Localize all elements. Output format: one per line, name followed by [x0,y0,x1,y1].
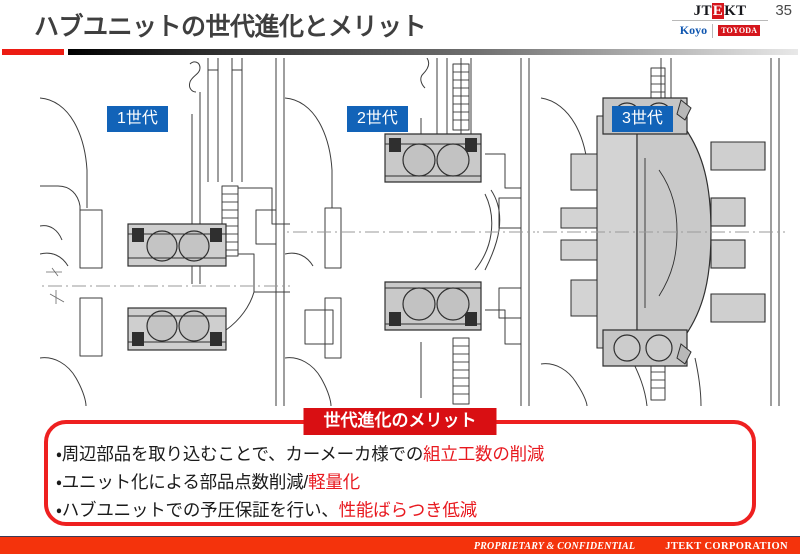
generation-1-cross-section-drawing [40,58,290,406]
merit-bullet-list: ・周辺部品を取り込むことで、カーメーカ様での組立工数の削減 ・ユニット化による部… [56,440,716,524]
slide-header: ハブユニットの世代進化とメリット 35 JTEKT Koyo TOYODA [0,0,800,55]
koyo-wordmark: Koyo [679,23,708,37]
bearing-lower [602,329,692,367]
logo-brand-row: Koyo TOYODA [672,23,768,38]
generation-2-badge: 2世代 [347,106,408,132]
merit-bullet-2-emphasis: 軽量化 [308,472,360,492]
logo-divider-rule [672,20,768,21]
merit-bullet-1-plain: ・周辺部品を取り込むことで、カーメーカ様での [56,444,424,464]
jtekt-wordmark-right: KT [724,3,747,19]
jtekt-logo: JTEKT Koyo TOYODA [672,3,768,38]
header-rule-red-stub [2,49,64,55]
jtekt-wordmark-mark: E [711,3,725,19]
bearing-lower [127,307,227,351]
page-number: 35 [775,2,792,19]
header-rule [0,48,800,55]
generation-2-cross-section-drawing [285,58,535,406]
merit-bullet-3-emphasis: 性能ばらつき低減 [338,500,478,520]
jtekt-wordmark-left: JT [693,3,712,19]
slide-footer: PROPRIETARY & CONFIDENTIAL JTEKT CORPORA… [0,536,800,554]
merit-bullet-3-plain: ・ハブユニットでの予圧保証を行い、 [56,500,339,520]
bearing-upper [384,133,482,183]
footer-corporation-name: JTEKT CORPORATION [665,540,788,552]
generation-3-panel: 3世代 [535,58,785,406]
toyoda-wordmark: TOYODA [718,25,761,36]
bearing-lower [384,281,482,331]
generation-1-badge: 1世代 [107,106,168,132]
generation-2-panel: 2世代 [285,58,535,406]
jtekt-wordmark: JTEKT [672,3,768,19]
generation-1-panel: 1世代 [40,58,290,406]
merit-bullet-1-emphasis: 組立工数の削減 [423,444,545,464]
merit-bullet-3: ・ハブユニットでの予圧保証を行い、性能ばらつき低減 [56,496,716,524]
generation-3-cross-section-drawing [535,58,785,406]
bearing-upper [127,223,227,267]
merit-bullet-2-plain: ・ユニット化による部品点数削減/ [56,472,309,492]
page-title: ハブユニットの世代進化とメリット [34,13,427,41]
footer-confidential-notice: PROPRIETARY & CONFIDENTIAL [473,540,636,552]
header-rule-gradient-bar [68,49,798,55]
footer-content: PROPRIETARY & CONFIDENTIAL JTEKT CORPORA… [474,538,788,554]
merit-banner-title: 世代進化のメリット [303,408,497,435]
generation-3-badge: 3世代 [612,106,673,132]
merit-bullet-1: ・周辺部品を取り込むことで、カーメーカ様での組立工数の削減 [56,440,716,468]
logo-vertical-divider [712,23,714,38]
merit-bullet-2: ・ユニット化による部品点数削減/軽量化 [56,468,716,496]
cross-section-diagram-area: 1世代 [0,58,800,406]
